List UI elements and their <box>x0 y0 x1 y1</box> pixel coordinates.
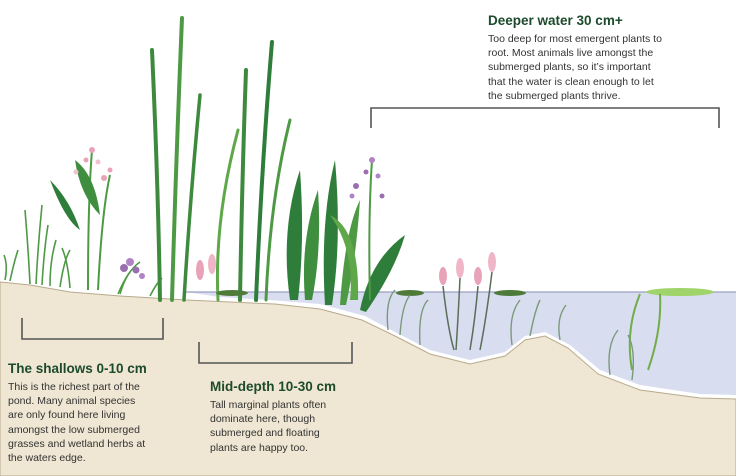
zone-text-line: grasses and wetland herbs at <box>8 437 146 450</box>
zone-callout-shallow: The shallows 0-10 cm This is the richest… <box>8 360 193 465</box>
zone-text-line: plants are happy too. <box>210 441 309 454</box>
submerged-plants <box>386 289 635 381</box>
arrowhead-plant <box>50 147 113 291</box>
broad-leaves <box>286 160 405 312</box>
zone-callout-mid: Mid-depth 10-30 cm Tall marginal plants … <box>210 378 370 455</box>
zone-title-mid: Mid-depth 10-30 cm <box>210 379 337 394</box>
zone-text-line: Too deep for most emergent plants to <box>488 33 662 45</box>
zone-bracket-shallow <box>21 318 164 340</box>
zone-text-line: that the water is clean enough to let <box>488 75 654 88</box>
zone-text-line: dominate here, though <box>210 413 316 426</box>
purple-herb <box>117 258 145 295</box>
zone-title-deep: Deeper water 30 cm+ <box>488 13 623 28</box>
zone-text-line: This is the richest part of the <box>8 381 140 393</box>
zone-text-line: submerged and floating <box>210 427 320 440</box>
zone-text-deep: Too deep for most emergent plants to roo… <box>488 32 728 103</box>
zone-title-shallow: The shallows 0-10 cm <box>8 361 147 376</box>
zone-text-line: Tall marginal plants often <box>210 399 327 411</box>
zone-bracket-mid <box>198 342 353 364</box>
pink-flower-spikes <box>196 252 496 351</box>
zone-text-line: amongst the low submerged <box>8 423 140 436</box>
zone-text-line: pond. Many animal species <box>8 395 136 408</box>
zone-bracket-deep <box>370 107 720 128</box>
zone-text-line: root. Most animals live amongst the <box>488 47 654 60</box>
zone-callout-deep: Deeper water 30 cm+ Too deep for most em… <box>488 12 728 103</box>
zone-text-line: the waters edge. <box>8 452 86 465</box>
tall-reeds <box>150 16 292 302</box>
purple-flower-spike <box>349 157 385 301</box>
zone-text-line: the submerged plants thrive. <box>488 89 621 102</box>
pond-bank <box>0 281 736 476</box>
low-grasses <box>3 204 163 297</box>
zone-text-mid: Tall marginal plants often dominate here… <box>210 398 370 455</box>
water-body <box>186 292 736 395</box>
zone-text-shallow: This is the richest part of the pond. Ma… <box>8 380 193 465</box>
lily-pads <box>216 288 714 371</box>
zone-text-line: submerged plants, so it’s important <box>488 61 651 74</box>
zone-text-line: are only found here living <box>8 409 126 422</box>
